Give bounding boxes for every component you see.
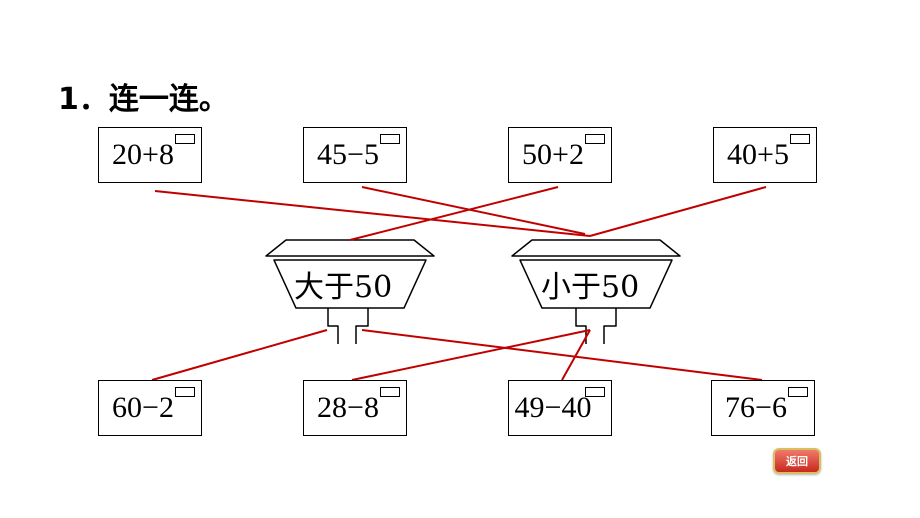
expression-text: 20+8 bbox=[112, 138, 174, 171]
box-greater-than-50-shape bbox=[265, 239, 435, 344]
expression-card[interactable]: 50+2 bbox=[508, 127, 612, 183]
expression-text: 76−6 bbox=[725, 391, 787, 424]
connect-line-60minus2 bbox=[151, 329, 328, 381]
expression-text: 40+5 bbox=[727, 138, 789, 171]
expression-text: 49−40 bbox=[514, 391, 592, 424]
expression-card[interactable]: 60−2 bbox=[98, 380, 202, 436]
expression-card[interactable]: 28−8 bbox=[303, 380, 407, 436]
expression-card[interactable]: 40+5 bbox=[713, 127, 817, 183]
box-greater-than-50-label: 大于50 bbox=[294, 270, 393, 305]
expression-text: 50+2 bbox=[522, 138, 584, 171]
connect-line-45minus5 bbox=[361, 186, 586, 235]
connect-line-76minus6 bbox=[361, 329, 763, 381]
stamp-icon bbox=[790, 134, 810, 144]
box-less-than-50-shape bbox=[511, 239, 681, 344]
expression-text: 28−8 bbox=[317, 391, 379, 424]
connect-line-40plus5 bbox=[589, 186, 767, 237]
expression-card[interactable]: 20+8 bbox=[98, 127, 202, 183]
expression-card[interactable]: 45−5 bbox=[303, 127, 407, 183]
expression-card[interactable]: 76−6 bbox=[711, 380, 815, 436]
expression-card[interactable]: 49−40 bbox=[508, 380, 612, 436]
stamp-icon bbox=[175, 387, 195, 397]
stamp-icon bbox=[585, 387, 605, 397]
connect-line-49minus40 bbox=[561, 329, 591, 381]
return-button[interactable]: 返回 bbox=[773, 448, 821, 474]
stamp-icon bbox=[380, 134, 400, 144]
stamp-icon bbox=[585, 134, 605, 144]
expression-text: 45−5 bbox=[317, 138, 379, 171]
stamp-icon bbox=[175, 134, 195, 144]
expression-text: 60−2 bbox=[112, 391, 174, 424]
connect-line-50plus2 bbox=[349, 186, 559, 241]
connect-line-20plus8 bbox=[154, 190, 591, 237]
stamp-icon bbox=[788, 387, 808, 397]
box-less-than-50-label: 小于50 bbox=[541, 270, 640, 305]
connect-line-28minus8 bbox=[351, 329, 591, 381]
stamp-icon bbox=[380, 387, 400, 397]
exercise-title: 1．连一连。 bbox=[58, 82, 229, 117]
